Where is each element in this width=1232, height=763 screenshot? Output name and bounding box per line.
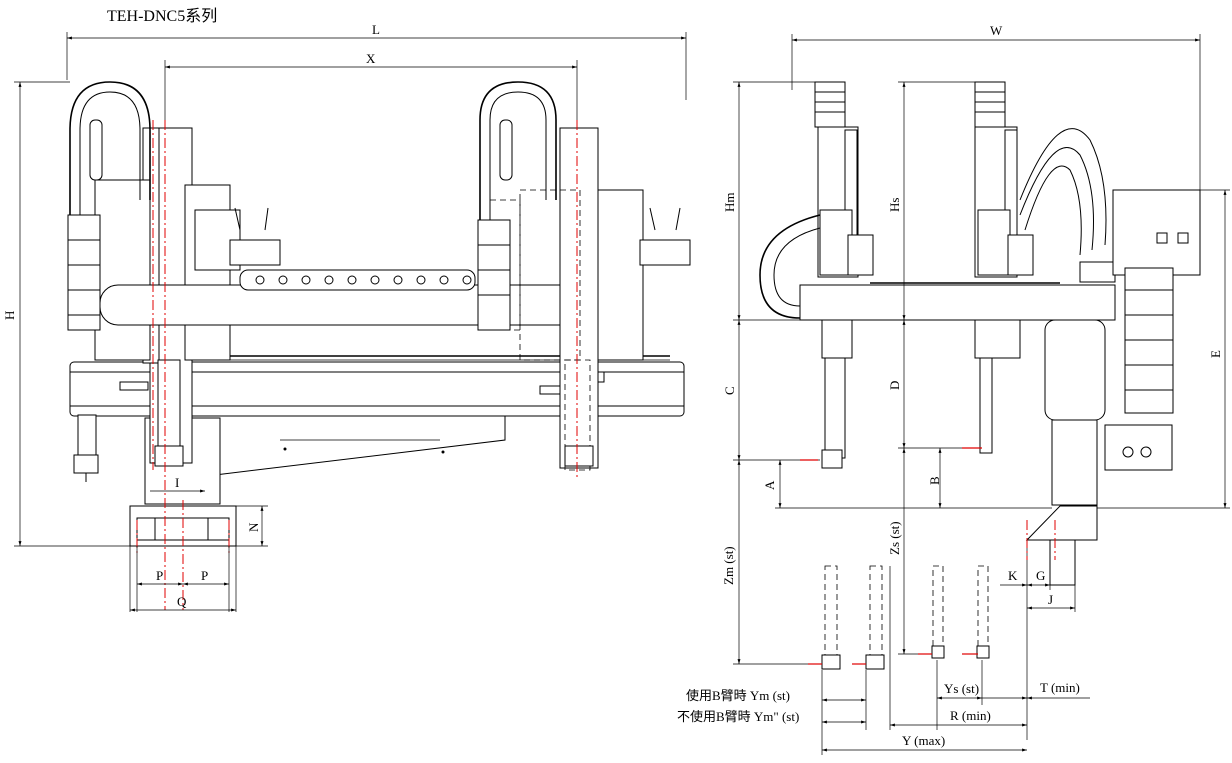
sub-arm-tower [974,81,1034,454]
dim-Ys-label: Ys (st) [944,681,979,696]
side-view: W [677,23,1230,755]
dim-Hm-C: Hm C [722,81,820,461]
side-beam [799,261,1116,321]
dim-K-G-J: K G J [1000,540,1076,740]
bottom-dims: 使用B臂時 Ym (st) 不使用B臂時 Ym" (st) Ys (st) T … [677,566,1090,755]
dim-X: X [164,51,578,120]
side-column [1025,319,1106,586]
dim-K-label: K [1008,568,1018,583]
lower-bracket [214,415,506,476]
dim-L-label: L [372,22,380,37]
dim-E-label: E [1208,350,1223,358]
hoses [1019,128,1107,256]
dim-T-label: T (min) [1040,680,1080,695]
dim-W-label: W [990,23,1003,38]
dim-A-B: A B [762,448,1052,509]
main-arm-tower [814,81,874,469]
front-view: L X H [2,22,691,612]
dim-B-label: B [927,476,942,485]
ym-without-b-label: 不使用B臂時 Ym" (st) [677,709,799,724]
dim-Zm-label: Zm (st) [721,546,736,585]
dim-H-label: H [2,311,17,320]
dim-Hm-label: Hm [722,193,737,213]
left-cable-chain [67,81,151,331]
dim-R-label: R (min) [950,708,991,723]
dim-P1-label: P [156,568,163,583]
dim-C-label: C [722,386,737,395]
left-tool [73,414,99,482]
right-cable-chain [477,81,557,331]
dim-Y-label: Y (max) [902,733,945,748]
dim-Hs-D: Hs D [887,81,980,449]
dim-X-label: X [366,51,376,66]
side-centerlines [800,447,1056,665]
dim-W: W [791,23,1201,190]
dim-A-label: A [762,480,777,490]
dim-I: I [150,475,205,493]
dim-PQ: P P Q [129,546,237,612]
control-box [1104,189,1201,471]
dim-J-label: J [1048,592,1053,607]
dim-I-label: I [175,475,179,490]
dim-N-label: N [246,522,261,532]
dim-L: L [66,22,687,100]
dim-P2-label: P [201,568,208,583]
dim-Zs-label: Zs (st) [887,521,902,555]
ym-with-b-label: 使用B臂時 Ym (st) [686,688,790,703]
lowered-tools [821,565,990,670]
dim-N: N [236,505,268,547]
dim-Q-label: Q [177,594,187,609]
right-arm [489,127,691,471]
front-centerlines [136,120,578,610]
dim-G-label: G [1036,568,1045,583]
dim-E: E [1097,189,1230,509]
drawing-title: TEH-DNC5系列 [107,7,217,25]
dim-Zm: Zm (st) [721,460,822,665]
dim-H: H [2,81,135,547]
side-cable-chain [759,214,821,319]
cable-clips [255,275,472,285]
dim-D-label: D [887,381,902,390]
dim-Hs-label: Hs [887,198,902,212]
